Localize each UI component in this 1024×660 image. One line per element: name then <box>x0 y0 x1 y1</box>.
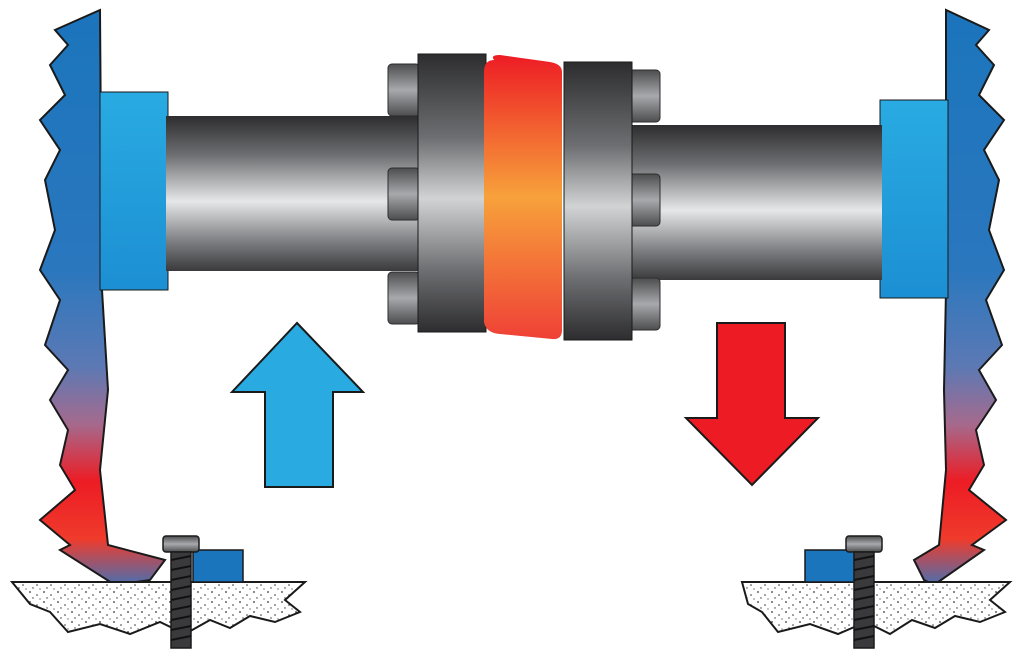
right-wall-flange-plate <box>879 99 949 299</box>
arrow-down-icon <box>683 322 821 487</box>
anchor-bolt-icon <box>845 535 883 649</box>
left-anchor-block <box>192 549 244 583</box>
right-flange <box>563 61 633 341</box>
right-wall <box>912 8 1008 587</box>
right-flange-nuts <box>627 69 661 331</box>
left-wall <box>38 8 167 587</box>
right-pipe <box>628 125 882 280</box>
left-flange <box>417 53 487 333</box>
right-concrete-base <box>740 581 1013 636</box>
arrow-up-icon <box>229 321 366 488</box>
left-wall-flange-plate <box>99 91 169 291</box>
left-pipe <box>166 116 420 271</box>
expansion-joint-bellows <box>484 55 562 340</box>
right-anchor-block <box>804 549 856 583</box>
anchor-bolt-icon <box>162 535 200 649</box>
left-concrete-base <box>9 581 308 636</box>
left-flange-nuts <box>387 63 421 325</box>
